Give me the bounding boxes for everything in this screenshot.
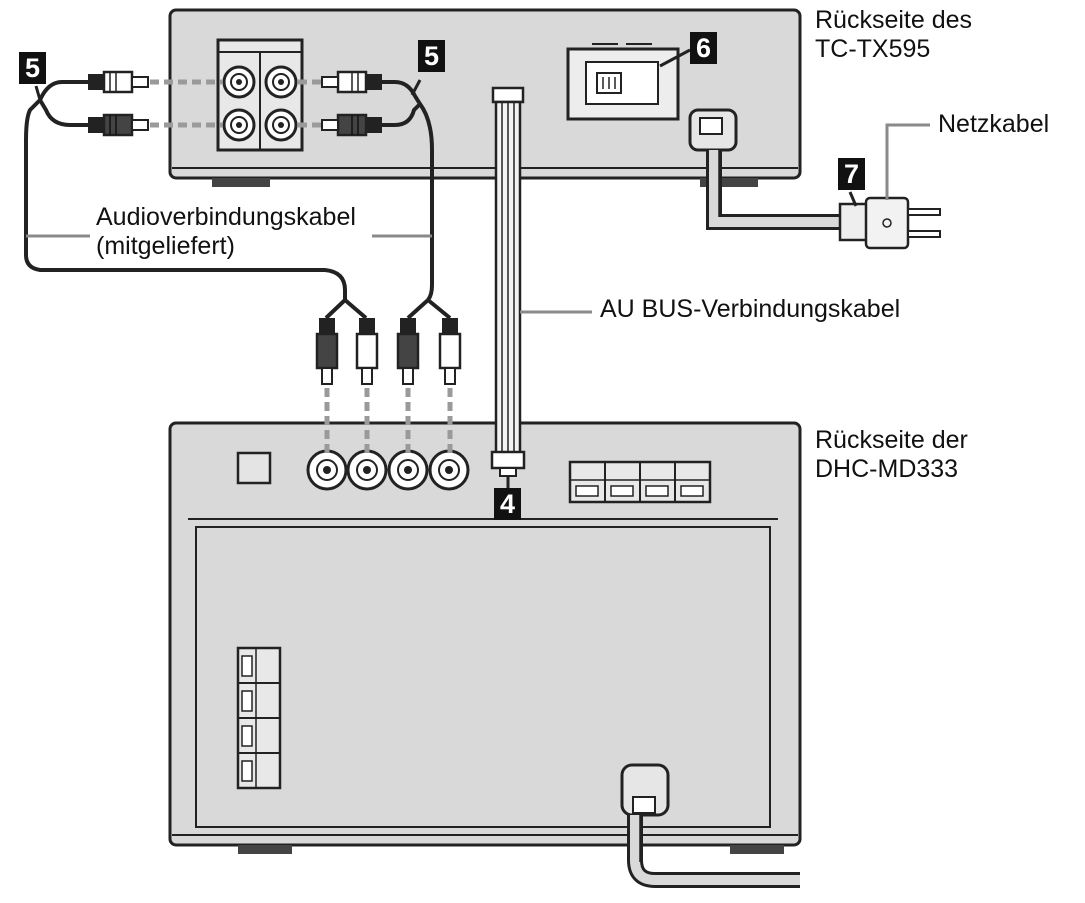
mains-cable-label: Netzkabel <box>938 110 1050 138</box>
bottom-unit-label-line1: Rückseite der <box>815 426 968 454</box>
step-badge-bus: 4 <box>494 488 521 520</box>
bus-cable-label: AU BUS-Verbindungskabel <box>600 295 901 323</box>
step-badge-audio-left: 5 <box>19 52 46 84</box>
mains-plug <box>838 196 941 250</box>
top-rca-jack <box>222 65 256 99</box>
bottom-unit-foot-right <box>730 845 784 854</box>
rca-plug <box>88 113 149 137</box>
top-rca-jack <box>264 65 298 99</box>
au-bus-cable <box>490 86 526 477</box>
bottom-rca-plugs <box>315 318 462 385</box>
bottom-rca-jack <box>306 449 348 491</box>
leader-step-7 <box>848 191 858 207</box>
rca-plug <box>355 318 379 385</box>
top-unit-foot-right <box>700 178 758 187</box>
rca-plug <box>321 113 382 137</box>
bottom-rca-jack <box>428 449 470 491</box>
tc-tx595-rear-panel <box>168 8 802 187</box>
mains-outlet <box>688 108 738 152</box>
side-terminal-block <box>236 646 282 790</box>
voltage-selector-switch <box>566 43 680 121</box>
bottom-unit-inner-panel <box>195 526 771 828</box>
leader-step-5-left <box>34 85 42 101</box>
audio-cable-label-line1: Audioverbindungskabel <box>96 203 356 231</box>
audio-cable-left <box>24 70 368 320</box>
leader-step-6 <box>659 48 691 68</box>
dhc-md333-rear-panel <box>168 421 802 888</box>
top-unit-label-line2: TC-TX595 <box>815 35 931 63</box>
step-badge-switch: 6 <box>690 32 717 64</box>
top-rca-jack <box>222 108 256 142</box>
rca-plug <box>321 70 382 94</box>
audio-cable-right <box>321 70 452 320</box>
rca-plug <box>88 70 149 94</box>
speaker-terminal-block <box>568 460 712 504</box>
bottom-unit-label-line2: DHC-MD333 <box>815 455 959 483</box>
bottom-unit-square-port <box>236 451 272 485</box>
bottom-power-cord <box>620 763 800 888</box>
rca-plug <box>396 318 420 385</box>
leader-step-5-right <box>410 79 422 96</box>
top-rca-jack <box>264 108 298 142</box>
rca-plug <box>438 318 462 385</box>
step-badge-plug: 7 <box>838 158 865 190</box>
audio-cable-label-line2: (mitgeliefert) <box>96 232 235 260</box>
mains-cable <box>706 150 840 230</box>
bottom-rca-jack <box>387 449 429 491</box>
rca-plug <box>315 318 339 385</box>
step-badge-audio-right: 5 <box>418 40 445 72</box>
bottom-rca-jack <box>346 449 388 491</box>
top-unit-label-line1: Rückseite des <box>815 6 973 34</box>
bottom-unit-foot-left <box>238 845 292 854</box>
leader-mains-cable <box>885 123 930 200</box>
top-unit-foot-left <box>212 178 270 187</box>
